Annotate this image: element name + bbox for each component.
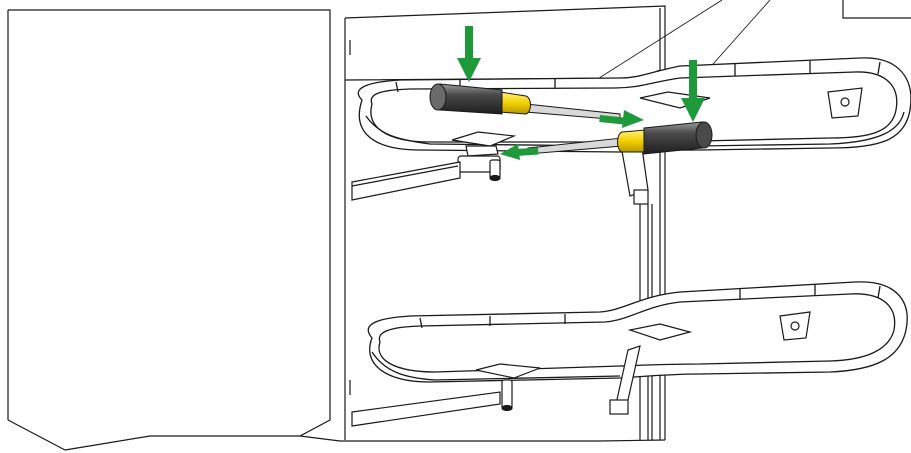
lower-pivot-bracket: [475, 363, 541, 412]
down-arrow-icon: [457, 26, 481, 82]
upper-pivot-bracket: [451, 131, 517, 182]
upper-swing-arm: [351, 161, 461, 201]
lower-shelf-tray: [378, 293, 896, 373]
lower-shelf-latch: [779, 311, 811, 341]
down-arrow-icon: [681, 60, 705, 122]
screwdriver-right: [527, 121, 713, 155]
label-box-corner: [842, 0, 911, 19]
right-arrow-icon: [599, 110, 644, 128]
upper-shelf: [357, 57, 911, 153]
lower-swing-arm: [351, 391, 501, 427]
screwdriver-right-collar: [617, 129, 647, 153]
left-arrow-icon: [500, 144, 539, 160]
upper-shelf-latch: [827, 87, 863, 119]
cabinet-left-panel: [8, 9, 331, 451]
screwdriver-left: [429, 83, 621, 121]
screwdriver-left-collar: [499, 91, 531, 115]
lower-right-bracket: [609, 323, 693, 415]
upper-shelf-tray: [370, 71, 898, 143]
cabinet-bottom-edge: [299, 435, 666, 442]
